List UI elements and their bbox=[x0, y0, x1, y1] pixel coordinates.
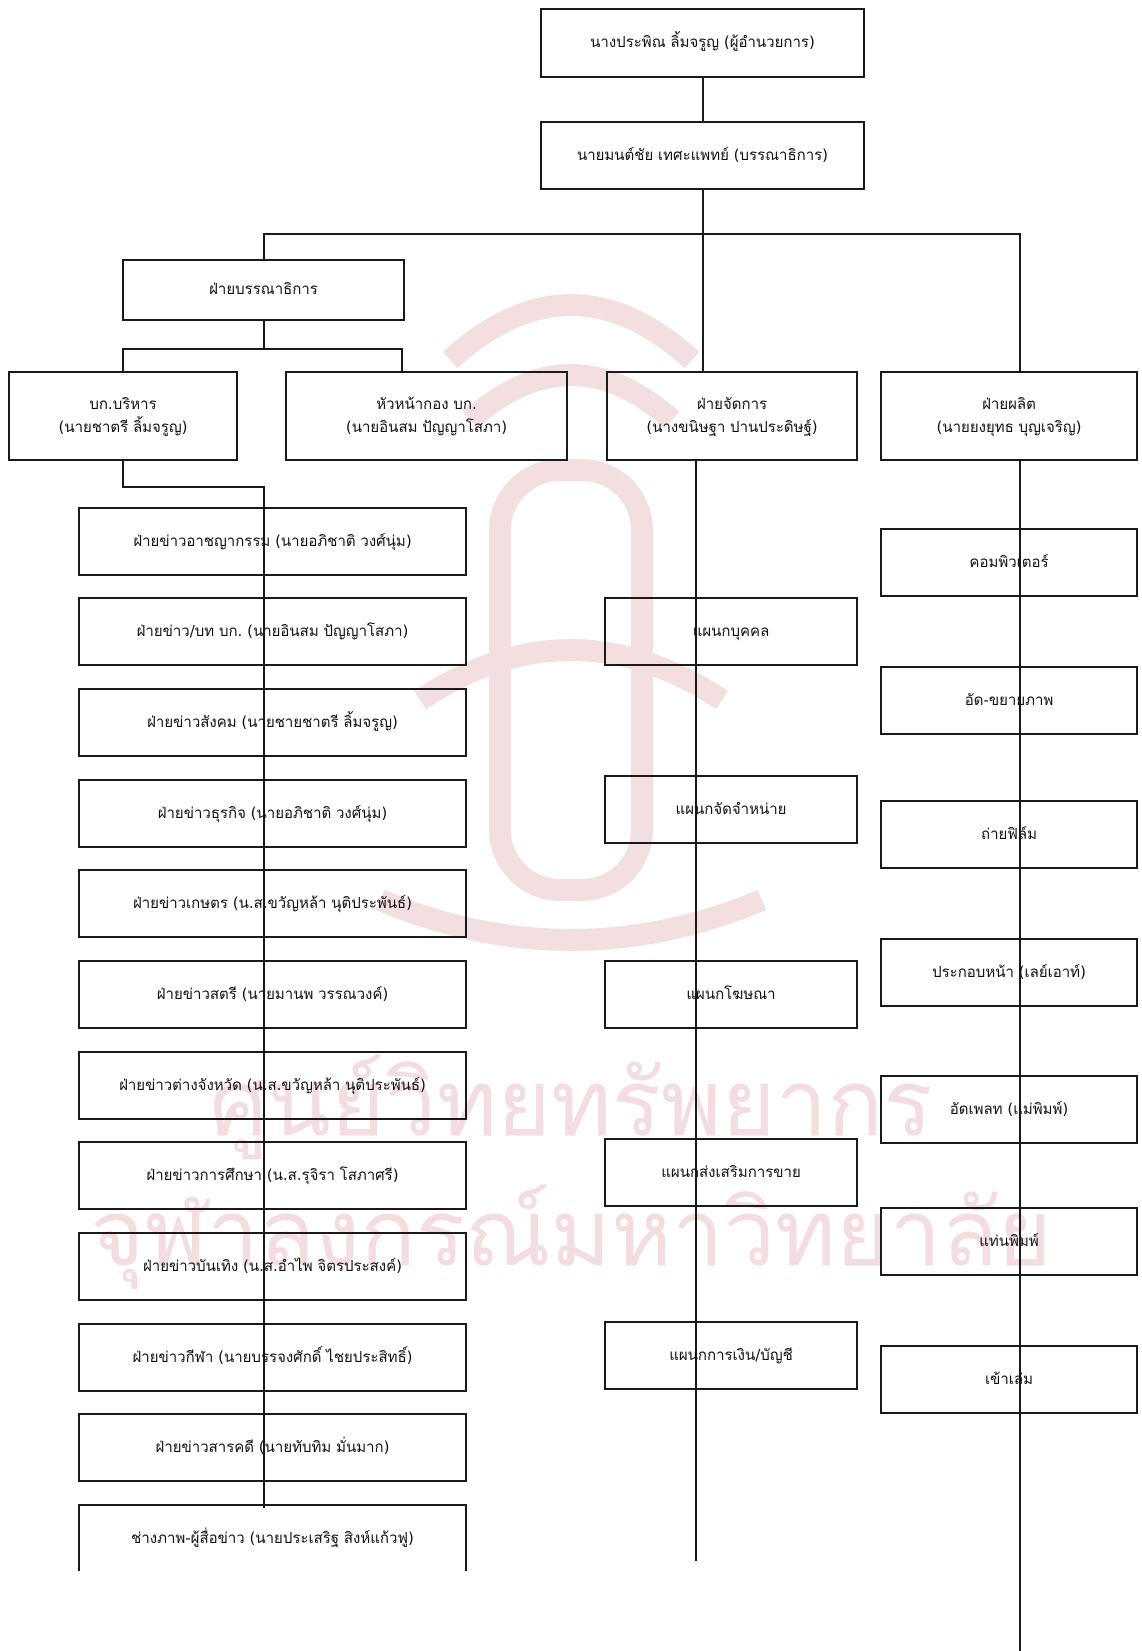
editor-in-chief-label: นายมนต์ชัย เทศะแพทย์ (บรรณาธิการ) bbox=[576, 145, 829, 164]
news-desk-label: ฝ่ายข่าวสารคดี (นายทับทิม มั่นมาก) bbox=[155, 1437, 390, 1456]
management-unit-label: แผนกบุคคล bbox=[692, 621, 770, 640]
production-dept-box: ฝ่ายผลิต (นายยงยุทธ บุญเจริญ) bbox=[880, 371, 1138, 461]
connector bbox=[263, 486, 265, 1508]
production-unit-box: อัด-ขยายภาพ bbox=[880, 666, 1138, 735]
management-unit-box: แผนกบุคคล bbox=[604, 597, 858, 666]
management-dept-person: (นางขนิษฐา ปานประดิษฐ์) bbox=[646, 418, 818, 436]
production-unit-label: ถ่ายฟิล์ม bbox=[981, 824, 1037, 843]
connector bbox=[1019, 461, 1021, 1651]
management-unit-box: แผนกส่งเสริมการขาย bbox=[604, 1138, 858, 1207]
news-desk-box: ฝ่ายข่าวการศึกษา (น.ส.รุจิรา โสภาศรี) bbox=[78, 1141, 467, 1210]
admin-editor-box: บก.บริหาร (นายชาตรี ลิ้มจรูญ) bbox=[8, 371, 238, 461]
news-desk-box: ฝ่ายข่าว/บท บก. (นายอินสม ปัญญาโสภา) bbox=[78, 597, 467, 666]
news-desk-label: ฝ่ายข่าวสังคม (นายชายชาตรี ลิ้มจรูญ) bbox=[147, 712, 398, 731]
production-unit-box: แท่นพิมพ์ bbox=[880, 1207, 1138, 1276]
news-desk-box: ฝ่ายข่าวกีฬา (นายบรรจงศักดิ์ ไชยประสิทธิ… bbox=[78, 1323, 467, 1392]
production-unit-label: อัด-ขยายภาพ bbox=[964, 690, 1054, 709]
news-desk-box: ฝ่ายข่าวเกษตร (น.ส.ขวัญหล้า นุติประพันธ์… bbox=[78, 869, 467, 938]
news-desk-label: ฝ่ายข่าวกีฬา (นายบรรจงศักดิ์ ไชยประสิทธิ… bbox=[132, 1347, 413, 1366]
news-desk-box: ฝ่ายข่าวสังคม (นายชายชาตรี ลิ้มจรูญ) bbox=[78, 688, 467, 757]
admin-editor-title: บก.บริหาร bbox=[89, 394, 157, 413]
production-unit-box: เข้าเล่ม bbox=[880, 1345, 1138, 1414]
management-dept-title: ฝ่ายจัดการ bbox=[696, 394, 768, 413]
chief-editor-title: หัวหน้ากอง บก. bbox=[376, 394, 477, 413]
news-desk-box: ฝ่ายข่าวบันเทิง (น.ส.อำไพ จิตรประสงค์) bbox=[78, 1232, 467, 1301]
news-desk-box: ฝ่ายข่าวอาชญากรรม (นายอภิชาติ วงศ์นุ่ม) bbox=[78, 507, 467, 576]
production-unit-box: คอมพิวเตอร์ bbox=[880, 528, 1138, 597]
editorial-dept-label: ฝ่ายบรรณาธิการ bbox=[209, 280, 318, 299]
management-unit-label: แผนกส่งเสริมการขาย bbox=[661, 1162, 801, 1181]
editorial-dept-box: ฝ่ายบรรณาธิการ bbox=[122, 259, 405, 321]
production-unit-label: คอมพิวเตอร์ bbox=[969, 552, 1049, 571]
news-desk-box: ฝ่ายข่าวต่างจังหวัด (น.ส.ขวัญหล้า นุติปร… bbox=[78, 1051, 467, 1120]
news-desk-box: ฝ่ายข่าวธุรกิจ (นายอภิชาติ วงศ์นุ่ม) bbox=[78, 779, 467, 848]
production-unit-box: อัดเพลท (แม่พิมพ์) bbox=[880, 1075, 1138, 1144]
management-unit-label: แผนกการเงิน/บัญชี bbox=[669, 1345, 793, 1364]
production-dept-title: ฝ่ายผลิต bbox=[982, 394, 1036, 413]
production-unit-box: ถ่ายฟิล์ม bbox=[880, 800, 1138, 869]
management-dept-box: ฝ่ายจัดการ (นางขนิษฐา ปานประดิษฐ์) bbox=[606, 371, 858, 461]
production-unit-label: ประกอบหน้า (เลย์เอาท์) bbox=[932, 962, 1086, 981]
director-label: นางประพิณ ลิ้มจรูญ (ผู้อำนวยการ) bbox=[590, 33, 815, 52]
production-unit-label: แท่นพิมพ์ bbox=[979, 1231, 1039, 1250]
connector bbox=[263, 233, 265, 259]
connector bbox=[122, 461, 124, 487]
news-desk-label: ฝ่ายข่าวบันเทิง (น.ส.อำไพ จิตรประสงค์) bbox=[143, 1256, 402, 1275]
news-desk-label: ฝ่ายข่าวการศึกษา (น.ส.รุจิรา โสภาศรี) bbox=[146, 1165, 399, 1184]
director-box: นางประพิณ ลิ้มจรูญ (ผู้อำนวยการ) bbox=[540, 8, 865, 78]
production-unit-label: เข้าเล่ม bbox=[984, 1369, 1033, 1388]
management-unit-box: แผนกการเงิน/บัญชี bbox=[604, 1321, 858, 1390]
management-unit-box: แผนกจัดจำหน่าย bbox=[604, 775, 858, 844]
news-desk-box: ช่างภาพ-ผู้สื่อข่าว (นายประเสริฐ สิงห์แก… bbox=[78, 1504, 467, 1571]
management-unit-label: แผนกโฆษณา bbox=[686, 984, 776, 1003]
news-desk-label: ฝ่ายข่าว/บท บก. (นายอินสม ปัญญาโสภา) bbox=[136, 621, 409, 640]
connector bbox=[263, 233, 1021, 235]
admin-editor-person: (นายชาตรี ลิ้มจรูญ) bbox=[58, 418, 188, 436]
news-desk-label: ฝ่ายข่าวเกษตร (น.ส.ขวัญหล้า นุติประพันธ์… bbox=[132, 893, 413, 912]
news-desk-label: ฝ่ายข่าวสตรี (นายมานพ วรรณวงค์) bbox=[156, 984, 389, 1003]
news-desk-label: ช่างภาพ-ผู้สื่อข่าว (นายประเสริฐ สิงห์แก… bbox=[131, 1528, 414, 1547]
connector bbox=[263, 321, 265, 349]
news-desk-label: ฝ่ายข่าวต่างจังหวัด (น.ส.ขวัญหล้า นุติปร… bbox=[119, 1075, 426, 1094]
connector bbox=[695, 461, 697, 1561]
connector bbox=[702, 78, 704, 121]
connector bbox=[702, 233, 704, 371]
production-unit-box: ประกอบหน้า (เลย์เอาท์) bbox=[880, 938, 1138, 1007]
connector bbox=[122, 486, 265, 488]
connector bbox=[401, 348, 403, 371]
connector bbox=[122, 348, 403, 350]
production-unit-label: อัดเพลท (แม่พิมพ์) bbox=[949, 1099, 1069, 1118]
org-chart: นางประพิณ ลิ้มจรูญ (ผู้อำนวยการ) นายมนต์… bbox=[8, 8, 1138, 1651]
management-unit-box: แผนกโฆษณา bbox=[604, 960, 858, 1029]
connector bbox=[1019, 233, 1021, 371]
news-desk-box: ฝ่ายข่าวสารคดี (นายทับทิม มั่นมาก) bbox=[78, 1413, 467, 1482]
connector bbox=[702, 190, 704, 234]
news-desk-label: ฝ่ายข่าวอาชญากรรม (นายอภิชาติ วงศ์นุ่ม) bbox=[133, 531, 412, 550]
production-dept-person: (นายยงยุทธ บุญเจริญ) bbox=[936, 418, 1082, 436]
chief-editor-box: หัวหน้ากอง บก. (นายอินสม ปัญญาโสภา) bbox=[285, 371, 568, 461]
management-unit-label: แผนกจัดจำหน่าย bbox=[675, 799, 787, 818]
chief-editor-person: (นายอินสม ปัญญาโสภา) bbox=[345, 418, 508, 436]
editor-in-chief-box: นายมนต์ชัย เทศะแพทย์ (บรรณาธิการ) bbox=[540, 121, 865, 190]
connector bbox=[122, 348, 124, 371]
news-desk-label: ฝ่ายข่าวธุรกิจ (นายอภิชาติ วงศ์นุ่ม) bbox=[157, 803, 388, 822]
news-desk-box: ฝ่ายข่าวสตรี (นายมานพ วรรณวงค์) bbox=[78, 960, 467, 1029]
